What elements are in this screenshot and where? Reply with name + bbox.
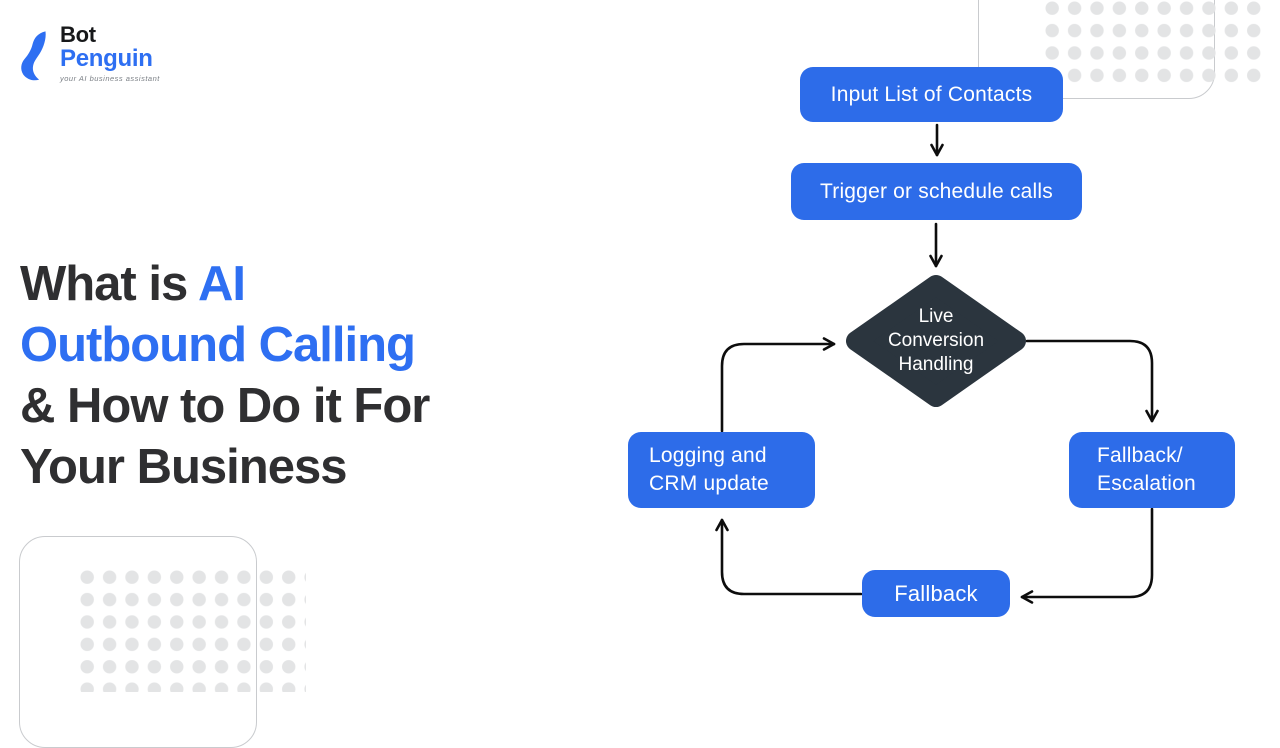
title-line1-dark: What is bbox=[20, 256, 199, 311]
edge-escalation-to-fallback bbox=[1020, 507, 1154, 604]
node-logging-and-crm-update: Logging and CRM update bbox=[628, 432, 815, 508]
botpenguin-logo: Bot Penguin your AI business assistant bbox=[20, 24, 160, 83]
decision-diamond-shape bbox=[846, 275, 1026, 407]
edge-decision-to-escalation bbox=[1025, 339, 1159, 423]
title-line3-dark: & How to Do it For bbox=[20, 378, 430, 433]
edge-logging-to-decision bbox=[720, 337, 836, 433]
dot-grid-top-right bbox=[1041, 0, 1269, 85]
title-line4-dark: Your Business bbox=[20, 439, 347, 494]
title-line1-accent: AI bbox=[198, 256, 246, 311]
page-title: What is AI Outbound Calling & How to Do … bbox=[20, 254, 560, 498]
penguin-logo-icon bbox=[21, 31, 46, 81]
edge-fallback-to-logging bbox=[715, 518, 863, 596]
title-line2-accent: Outbound Calling bbox=[20, 317, 416, 372]
logo-word-penguin: Penguin bbox=[60, 45, 153, 72]
dot-grid-bottom-left bbox=[76, 566, 306, 692]
flowchart-connectors bbox=[715, 123, 1159, 604]
logo-tagline: your AI business assistant bbox=[60, 74, 160, 83]
node-live-conversion-handling: Live Conversion Handling bbox=[887, 306, 985, 375]
node-fallback-escalation: Fallback/ Escalation bbox=[1069, 432, 1235, 508]
node-trigger-or-schedule-calls: Trigger or schedule calls bbox=[791, 163, 1082, 220]
logo-word-bot: Bot bbox=[60, 22, 96, 47]
logo-wordmark: Bot Penguin your AI business assistant bbox=[60, 22, 160, 84]
node-input-list-of-contacts: Input List of Contacts bbox=[800, 67, 1063, 122]
node-fallback: Fallback bbox=[862, 570, 1010, 617]
